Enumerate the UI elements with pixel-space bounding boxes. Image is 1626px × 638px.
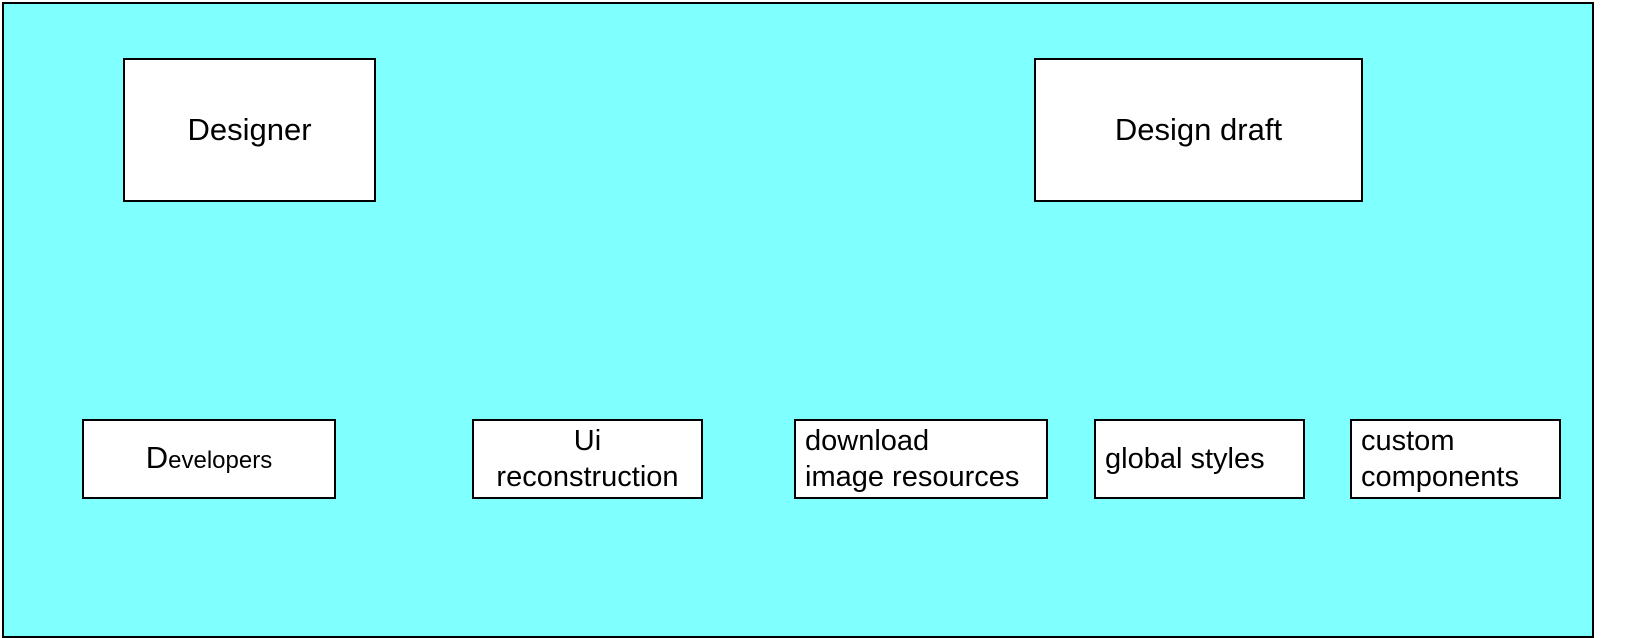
ui-reconstruction-line1: Ui (573, 425, 602, 457)
download-image-resources-line2: image resources (805, 461, 1020, 493)
developers-label: Developers (146, 440, 272, 479)
developers-box: Developers (82, 419, 336, 499)
custom-components-line2: components (1361, 461, 1519, 493)
designer-label: Designer (187, 112, 312, 147)
design-draft-label: Design draft (1114, 112, 1283, 147)
global-styles-box: global styles (1094, 419, 1305, 499)
design-draft-box: Design draft (1034, 58, 1363, 202)
ui-reconstruction-line2: reconstruction (496, 461, 679, 493)
developers-label-initial: D (145, 439, 169, 475)
ui-reconstruction-box: Ui reconstruction (472, 419, 703, 499)
download-image-resources-line1: download (805, 425, 930, 457)
download-image-resources-box: download image resources (794, 419, 1048, 499)
custom-components-box: custom components (1350, 419, 1561, 499)
custom-components-line1: custom (1361, 425, 1455, 457)
developers-label-rest: evelopers (168, 446, 273, 474)
global-styles-label: global styles (1105, 443, 1265, 475)
designer-box: Designer (123, 58, 376, 202)
